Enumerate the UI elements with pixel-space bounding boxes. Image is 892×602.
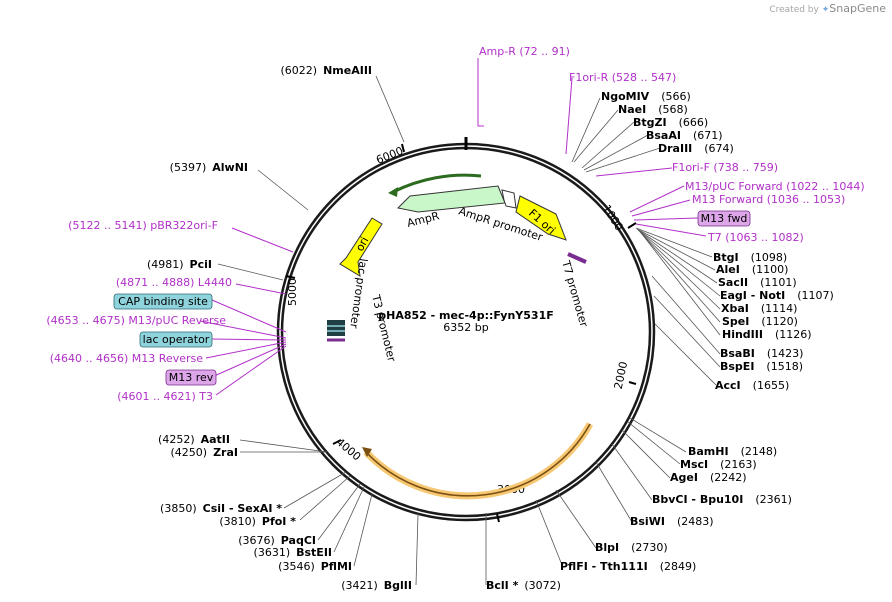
tick-2000: 2000 xyxy=(612,360,631,390)
pill-m13-rev xyxy=(165,369,217,386)
site-eagi-noti: EagI - NotI(1107) xyxy=(720,289,834,302)
site-pcii: (4981)PciI xyxy=(147,258,212,271)
feature-l4440: (4871 .. 4888) L4440 xyxy=(116,276,232,289)
plasmid-size: 6352 bp xyxy=(443,321,488,334)
t3-promoter-label: T3 promoter xyxy=(369,293,398,364)
site-hindiii: HindIII(1126) xyxy=(722,328,812,341)
site-bsaai: BsaAI(671) xyxy=(646,129,723,142)
credit-brand: SnapGene xyxy=(829,2,886,15)
site-bcli: BclI *(3072) xyxy=(486,579,561,592)
pill-lac-operator-text: lac operator xyxy=(143,333,210,346)
site-nmeaiii: (6022)NmeAIII xyxy=(281,64,373,77)
lac-operator-block xyxy=(327,320,345,336)
t7-promoter-label: T7 promoter xyxy=(559,258,591,329)
feature-labels: Amp-R (72 .. 91) F1ori-R (528 .. 547) F1… xyxy=(46,45,864,403)
site-xbai: XbaI(1114) xyxy=(721,302,797,315)
feature-pbr322ori-f: (5122 .. 5141) pBR322ori-F xyxy=(68,219,218,232)
ori-label: ori xyxy=(353,235,371,254)
plasmid-name: pHA852 - mec-4p::FynY531F xyxy=(378,309,553,322)
orf-arrow-head xyxy=(362,447,372,457)
pill-labels: M13 fwd CAP binding site lac operator M1… xyxy=(113,210,751,386)
feature-m13-reverse: (4640 .. 4656) M13 Reverse xyxy=(50,352,203,365)
ring-features xyxy=(327,173,594,500)
site-zrai: (4250)ZraI xyxy=(171,446,239,459)
tick-4000: 4000 xyxy=(333,435,363,463)
orf-arrow xyxy=(365,423,591,497)
ampr-label: AmpR xyxy=(406,209,441,230)
feature-m13puc-reverse: (4653 .. 4675) M13/pUC Reverse xyxy=(46,314,226,327)
site-bspei: BspEI(1518) xyxy=(720,360,803,373)
ampr-promoter-feature xyxy=(501,189,517,209)
site-paqci: (3676)PaqCI xyxy=(238,534,316,547)
site-bamhi: BamHI(2148) xyxy=(688,445,777,458)
site-naei: NaeI(568) xyxy=(618,103,688,116)
feature-f1ori-f: F1ori-F (738 .. 759) xyxy=(672,161,778,174)
feature-amp-r: Amp-R (72 .. 91) xyxy=(479,45,570,58)
site-agei: AgeI(2242) xyxy=(670,471,747,484)
site-btgi: BtgI(1098) xyxy=(713,251,787,264)
site-labels: (6022)NmeAIII (5397)AlwNI (4981)PciI (42… xyxy=(147,64,834,592)
pill-cap-binding-site xyxy=(113,293,213,310)
site-aatii: (4252)AatII xyxy=(158,433,230,446)
site-bsiwi: BsiWI(2483) xyxy=(630,515,714,528)
pill-m13-fwd xyxy=(697,210,751,227)
site-pflmi: (3546)PflMI xyxy=(278,560,352,573)
ampr-feature xyxy=(396,185,506,213)
site-pfoi: (3810)PfoI * xyxy=(219,515,296,528)
feature-m13puc-forward: M13/pUC Forward (1022 .. 1044) xyxy=(685,180,865,193)
site-sacii: SacII(1101) xyxy=(718,276,797,289)
site-blpi: BlpI(2730) xyxy=(595,541,668,554)
f1-ori-feature xyxy=(515,195,567,241)
site-msci: MscI(2163) xyxy=(680,458,757,471)
site-btgzi: BtgZI(666) xyxy=(633,116,708,129)
pill-lac-operator xyxy=(139,331,213,348)
ampr-arrow-line xyxy=(392,173,482,194)
pill-m13-fwd-text: M13 fwd xyxy=(701,212,748,225)
tick-5000: 5000 xyxy=(286,278,299,306)
snapgene-logo-icon: ✦ xyxy=(821,5,830,15)
site-bbvci: BbvCI - Bpu10I(2361) xyxy=(652,493,792,506)
tick-1000: 1000 xyxy=(600,202,626,233)
orf-highlight xyxy=(363,422,594,500)
feature-t3: (4601 .. 4621) T3 xyxy=(117,390,213,403)
site-csii: (3850)CsiI - SexAI * xyxy=(160,502,282,515)
t7-promoter-feature xyxy=(567,252,587,264)
site-acci: AccI(1655) xyxy=(715,379,789,392)
site-alei: AleI(1100) xyxy=(716,263,788,276)
site-ngomiv: NgoMIV(566) xyxy=(601,90,691,103)
site-bsteii: (3631)BstEII xyxy=(254,546,332,559)
site-draiii: DraIII(674) xyxy=(658,142,734,155)
feature-t7: T7 (1063 .. 1082) xyxy=(707,231,804,244)
site-spei: SpeI(1120) xyxy=(722,315,798,328)
site-alwni: (5397)AlwNI xyxy=(170,161,248,174)
snapgene-credit: Created by ✦SnapGene xyxy=(769,2,886,15)
ori-feature xyxy=(339,217,383,277)
credit-prefix: Created by xyxy=(769,5,819,15)
site-leaders xyxy=(217,75,721,586)
ampr-arrow-head xyxy=(388,187,398,197)
site-bsabi: BsaBI(1423) xyxy=(720,347,803,360)
site-bglii: (3421)BglII xyxy=(341,579,412,592)
feature-m13-forward: M13 Forward (1036 .. 1053) xyxy=(692,193,845,206)
pill-cap-text: CAP binding site xyxy=(118,295,208,308)
pill-m13-rev-text: M13 rev xyxy=(169,371,214,384)
site-pflfi: PflFI - Tth111I(2849) xyxy=(560,560,696,573)
feature-leaders xyxy=(199,58,707,396)
feature-f1ori-r: F1ori-R (528 .. 547) xyxy=(569,71,676,84)
